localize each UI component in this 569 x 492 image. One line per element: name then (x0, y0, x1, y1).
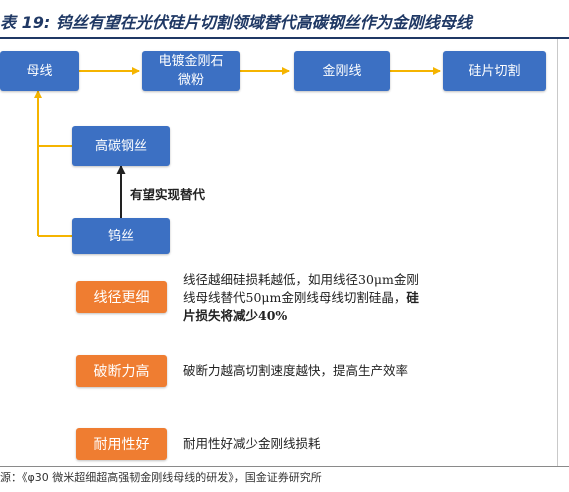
node-high-carbon-steel: 高碳钢丝 (72, 126, 170, 166)
node-tungsten-label: 钨丝 (107, 228, 134, 244)
node-diamond-plating-line2: 微粉 (177, 73, 204, 88)
node-diamond-plating-line1: 电镀金刚石 (158, 54, 224, 69)
advantage-thinner-diameter-desc: 线径越细硅损耗越低，如用线径30μm金刚 线母线替代50μm金刚线母线切割硅晶，… (183, 271, 553, 325)
advantage-thinner-diameter-label: 线径更细 (93, 290, 150, 306)
figure-title: 表 19: 钨丝有望在光伏硅片切割领域替代高碳钢丝作为金刚线母线 (0, 13, 472, 32)
node-tungsten: 钨丝 (72, 218, 170, 254)
node-wafer-cutting-label: 硅片切割 (468, 63, 521, 79)
advantage-high-breaking-force: 破断力高 (76, 355, 167, 387)
desc-line-3: 片损失将减少40% (183, 307, 553, 325)
advantage-thinner-diameter: 线径更细 (76, 281, 167, 313)
node-high-carbon-steel-label: 高碳钢丝 (94, 138, 147, 154)
node-diamond-plating: 电镀金刚石 微粉 (142, 51, 240, 91)
node-mother-line: 母线 (0, 51, 79, 91)
title-divider (0, 37, 569, 39)
source-divider (0, 466, 569, 467)
advantage-durability-desc: 耐用性好减少金刚线损耗 (183, 436, 321, 451)
advantage-durability-label: 耐用性好 (93, 437, 150, 453)
right-border (557, 39, 558, 466)
advantage-high-breaking-force-label: 破断力高 (93, 364, 150, 380)
node-diamond-wire: 金刚线 (294, 51, 390, 91)
source-note: 源：《φ30 微米超细超高强韧金刚线母线的研发》，国金证券研究所 (0, 471, 322, 484)
desc-line-2: 线母线替代50μm金刚线母线切割硅晶，硅 (183, 289, 553, 307)
advantage-durability: 耐用性好 (76, 428, 167, 460)
advantage-high-breaking-force-desc: 破断力越高切割速度越快，提高生产效率 (183, 363, 409, 378)
node-wafer-cutting: 硅片切割 (443, 51, 546, 91)
desc-line-2-bold: 硅 (406, 290, 419, 305)
desc-line-1: 线径越细硅损耗越低，如用线径30μm金刚 (183, 272, 419, 287)
node-mother-line-label: 母线 (26, 63, 53, 79)
desc-line-3-bold: 片损失将减少40% (183, 308, 288, 323)
desc-line-2-text: 线母线替代50μm金刚线母线切割硅晶， (183, 290, 407, 305)
replace-label: 有望实现替代 (130, 187, 206, 202)
node-diamond-wire-label: 金刚线 (322, 63, 362, 79)
